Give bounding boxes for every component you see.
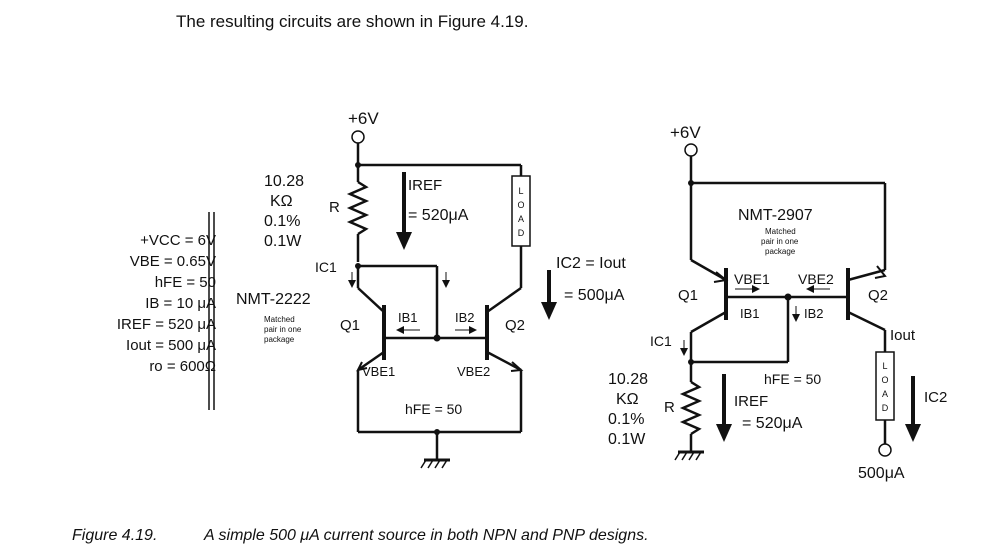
param-ib: IB = 10 μA: [145, 295, 216, 312]
npn-vbe2-label: VBE2: [457, 364, 490, 379]
pnp-r-value-1: 10.28: [608, 371, 648, 388]
npn-q1-label: Q1: [340, 317, 360, 334]
npn-r-value-4: 0.1W: [264, 233, 302, 250]
npn-vbe1-label: VBE1: [362, 364, 395, 379]
pnp-vbe2-label: VBE2: [798, 271, 834, 287]
npn-load-d: D: [518, 228, 525, 238]
npn-iref-arrow: [396, 232, 412, 250]
pnp-r-value-4: 0.1W: [608, 431, 646, 448]
pnp-ic2-arrow: [905, 424, 921, 442]
npn-part-note-3: package: [264, 335, 295, 344]
npn-supply-terminal: [351, 130, 365, 144]
pnp-part-note-3: package: [765, 247, 796, 256]
figure-caption: Figure 4.19. A simple 500 μA current sour…: [72, 527, 649, 545]
pnp-ic2-label: IC2: [924, 389, 947, 406]
figure-number: Figure 4.19.: [72, 527, 158, 544]
param-vcc: +VCC = 6V: [140, 232, 216, 249]
npn-r-value-2: KΩ: [270, 193, 293, 210]
npn-ic1-label: IC1: [315, 259, 337, 275]
npn-part-note-1: Matched: [264, 315, 295, 324]
npn-r-value-1: 10.28: [264, 173, 304, 190]
pnp-r-value-3: 0.1%: [608, 411, 644, 428]
figure-caption-text: A simple 500 μA current source in both N…: [204, 527, 649, 544]
pnp-iref-arrow: [716, 424, 732, 442]
pnp-part-note-1: Matched: [765, 227, 796, 236]
npn-part-number: NMT-2222: [236, 291, 311, 308]
pnp-ib1-label: IB1: [740, 306, 760, 321]
pnp-r-value-2: KΩ: [616, 391, 639, 408]
pnp-part-number: NMT-2907: [738, 207, 813, 224]
pnp-q1-label: Q1: [678, 287, 698, 304]
npn-load-o: O: [517, 200, 524, 210]
pnp-supply-label: +6V: [670, 123, 701, 142]
pnp-part-note-2: pair in one: [761, 237, 799, 246]
npn-labels: +6V 10.28 KΩ 0.1% 0.1W R IREF = 520μA IC…: [236, 109, 626, 417]
npn-load-l: L: [518, 186, 523, 196]
pnp-resistor: [679, 380, 703, 436]
pnp-load-l: L: [882, 361, 887, 371]
pnp-ic1-label: IC1: [650, 333, 672, 349]
pnp-ib2-label: IB2: [804, 306, 824, 321]
pnp-load-o: O: [881, 375, 888, 385]
pnp-supply-terminal: [684, 143, 698, 157]
npn-q2-label: Q2: [505, 317, 525, 334]
npn-load-a: A: [518, 214, 524, 224]
pnp-iout-label: Iout: [890, 327, 916, 344]
npn-ic2-arrow: [541, 302, 557, 320]
pnp-iref-label: IREF: [734, 393, 768, 410]
pnp-output-current: 500μA: [858, 465, 905, 482]
circuit-parameters: +VCC = 6V VBE = 0.65V hFE = 50 IB = 10 μ…: [44, 230, 216, 377]
pnp-circuit: [674, 143, 921, 461]
pnp-iref-value: = 520μA: [742, 415, 803, 432]
pnp-output-terminal: [878, 443, 892, 457]
pnp-labels: +6V NMT-2907 Matched pair in one package…: [608, 123, 947, 482]
npn-ic2-value: = 500μA: [564, 287, 625, 304]
pnp-vbe1-label: VBE1: [734, 271, 770, 287]
npn-load-box: [511, 175, 531, 247]
npn-r-label: R: [329, 199, 340, 216]
param-iref: IREF = 520 μA: [116, 316, 216, 333]
param-iout: Iout = 500 μA: [126, 337, 216, 354]
npn-resistor: [346, 180, 370, 236]
divider-lines: [208, 212, 215, 410]
pnp-hfe-label: hFE = 50: [764, 371, 821, 387]
npn-ic2-label: IC2 = Iout: [556, 255, 626, 272]
param-hfe: hFE = 50: [154, 274, 216, 291]
npn-circuit: [346, 130, 557, 469]
pnp-r-label: R: [664, 399, 675, 416]
npn-ib2-label: IB2: [455, 310, 475, 325]
pnp-load-d: D: [882, 403, 889, 413]
param-ro: ro = 600Ω: [149, 358, 216, 375]
npn-supply-label: +6V: [348, 109, 379, 128]
pnp-q2-label: Q2: [868, 287, 888, 304]
intro-text: The resulting circuits are shown in Figu…: [176, 12, 529, 31]
npn-iref-value: = 520μA: [408, 207, 469, 224]
npn-part-note-2: pair in one: [264, 325, 302, 334]
npn-hfe-label: hFE = 50: [405, 401, 462, 417]
npn-ib1-label: IB1: [398, 310, 418, 325]
param-vbe: VBE = 0.65V: [129, 253, 216, 270]
pnp-load-a: A: [882, 389, 888, 399]
npn-iref-label: IREF: [408, 177, 442, 194]
npn-r-value-3: 0.1%: [264, 213, 300, 230]
